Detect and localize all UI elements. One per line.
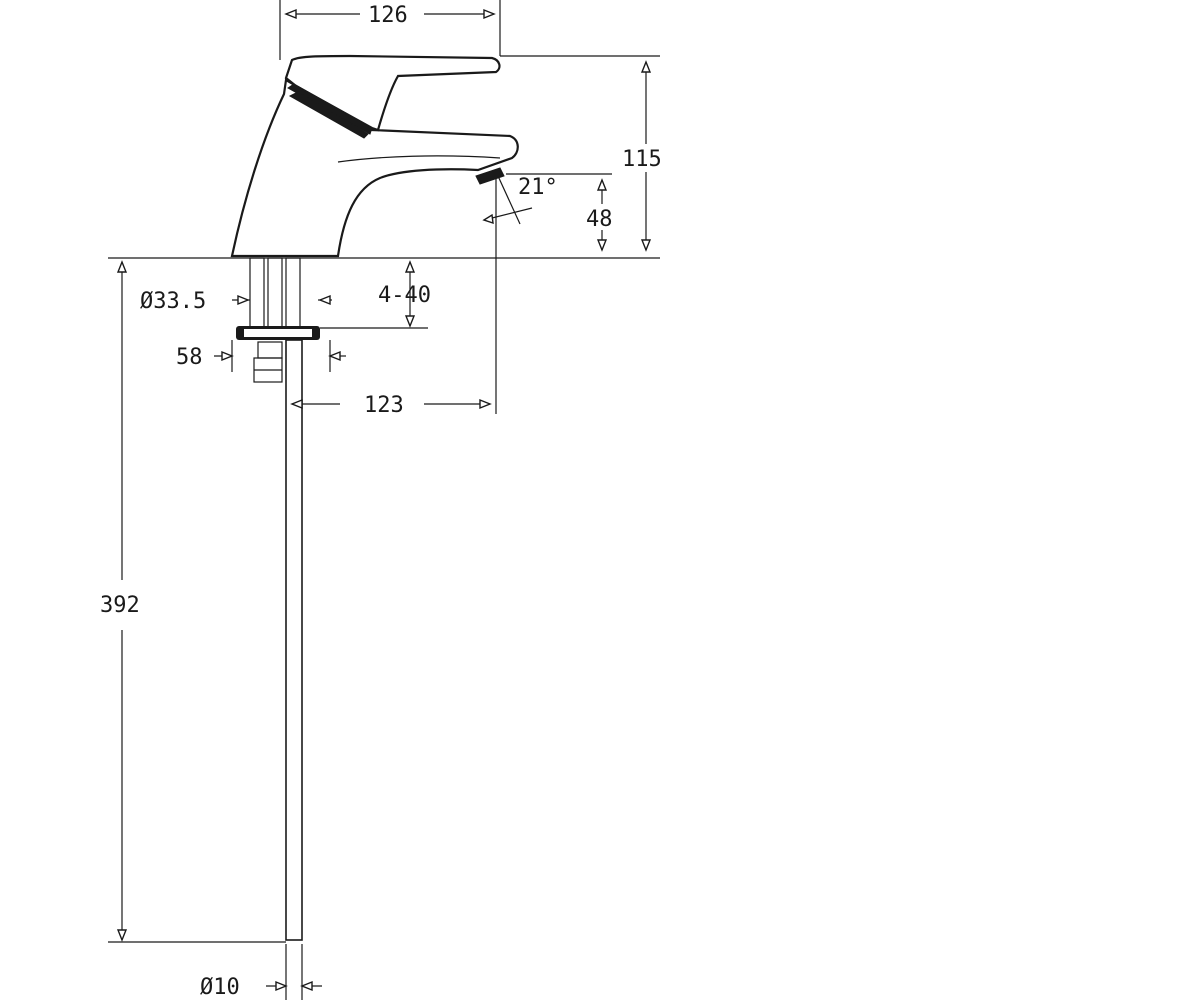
faucet-body [230,54,519,258]
dim-label-58: 58 [176,345,203,370]
dimension-48: 48 [506,173,618,252]
dim-label-diameter-10: Ø10 [200,975,240,1000]
dimension-115: 115 [500,55,670,252]
dimension-4-40: 4-40 [320,260,431,329]
dimension-33-5: Ø33.5 [140,289,332,314]
dimension-diameter-10: Ø10 [200,944,322,1000]
dim-label-392: 392 [100,593,140,618]
dim-label-diameter-33-5: Ø33.5 [140,289,206,314]
dimension-392: 392 [100,260,286,943]
dim-label-115: 115 [622,147,662,172]
dimension-angle-21: 21° [482,175,558,225]
dim-label-21deg: 21° [518,175,558,200]
dim-label-4-40: 4-40 [378,283,431,308]
dimension-126: 126 [279,0,501,60]
dim-label-48: 48 [586,207,613,232]
dimension-58: 58 [176,340,346,372]
dim-label-123: 123 [364,393,404,418]
dimension-123: 123 [290,178,497,418]
dim-label-126: 126 [368,3,408,28]
mounting-assembly [236,257,320,941]
